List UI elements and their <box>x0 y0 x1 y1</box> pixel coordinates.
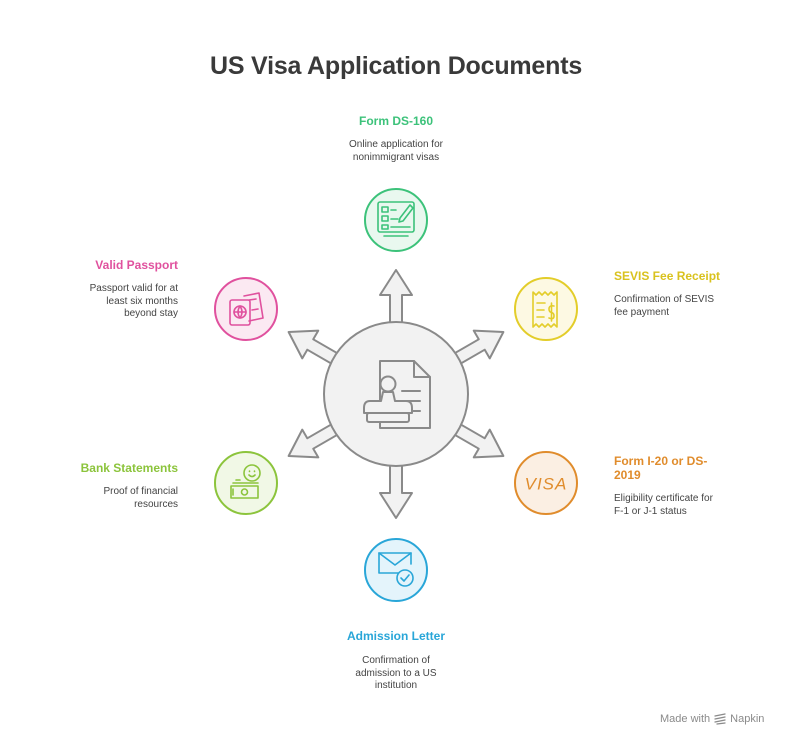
footer-text: Made with <box>660 713 711 725</box>
napkin-logo-icon <box>714 713 726 725</box>
i20-description: Eligibility certificate for F-1 or J-1 s… <box>614 493 784 518</box>
i20-title-line: Form I-20 or DS- <box>614 454 708 468</box>
passport-desc-line: least six months <box>106 295 178 307</box>
money-person-icon <box>230 464 261 499</box>
i20-title-line: 2019 <box>614 468 641 482</box>
ds160-desc-line: nonimmigrant visas <box>352 151 440 163</box>
i20-desc-line: F-1 or J-1 status <box>614 505 687 517</box>
admission-node <box>364 538 428 602</box>
ds160-description: Online application for nonimmigrant visa… <box>316 139 476 164</box>
bank-desc-line: Proof of financial <box>103 486 179 497</box>
sevis-circle <box>514 277 578 341</box>
document-stamp-icon <box>363 360 431 429</box>
passport-description: Passport valid for at least six months b… <box>8 283 178 321</box>
sevis-description: Confirmation of SEVIS fee payment <box>614 294 784 319</box>
sevis-node <box>514 277 578 341</box>
ds160-circle <box>364 188 428 252</box>
envelope-check-icon <box>378 552 414 587</box>
bank-desc-line: resources <box>134 498 178 510</box>
ds160-desc-line: Online application for <box>349 139 443 150</box>
center-hub <box>323 321 469 467</box>
passport-desc-line: beyond stay <box>124 308 178 319</box>
admission-desc-line: Confirmation of <box>362 655 430 666</box>
sevis-desc-line: fee payment <box>614 306 670 318</box>
ds160-node <box>364 188 428 252</box>
sevis-title: SEVIS Fee Receipt <box>614 269 721 283</box>
passport-node <box>214 277 278 341</box>
bank-description: Proof of financial resources <box>8 486 179 511</box>
computer-form-icon <box>377 201 415 237</box>
passport-icon <box>229 292 264 326</box>
receipt-icon <box>532 291 558 328</box>
visa-card-icon: VISA <box>525 475 568 494</box>
i20-node: VISA <box>514 451 578 515</box>
sevis-desc-line: Confirmation of SEVIS <box>614 294 715 305</box>
bank-node <box>214 451 278 515</box>
i20-desc-line: Eligibility certificate for <box>614 493 713 504</box>
ds160-title: Form DS-160 <box>358 114 434 128</box>
admission-desc-line: institution <box>374 680 418 691</box>
i20-circle <box>514 451 578 515</box>
passport-desc-line: Passport valid for at <box>89 283 178 294</box>
passport-title: Valid Passport <box>95 258 178 272</box>
admission-description: Confirmation of admission to a US instit… <box>316 655 476 693</box>
admission-desc-line: admission to a US <box>355 667 437 679</box>
page-title: US Visa Application Documents <box>209 52 583 80</box>
footer-brand: Napkin <box>730 713 765 725</box>
admission-title: Admission Letter <box>346 629 445 643</box>
bank-title: Bank Statements <box>80 461 178 475</box>
admission-circle <box>364 538 428 602</box>
footer-watermark: Made with Napkin <box>660 713 764 725</box>
i20-title: Form I-20 or DS- 2019 <box>614 454 784 482</box>
